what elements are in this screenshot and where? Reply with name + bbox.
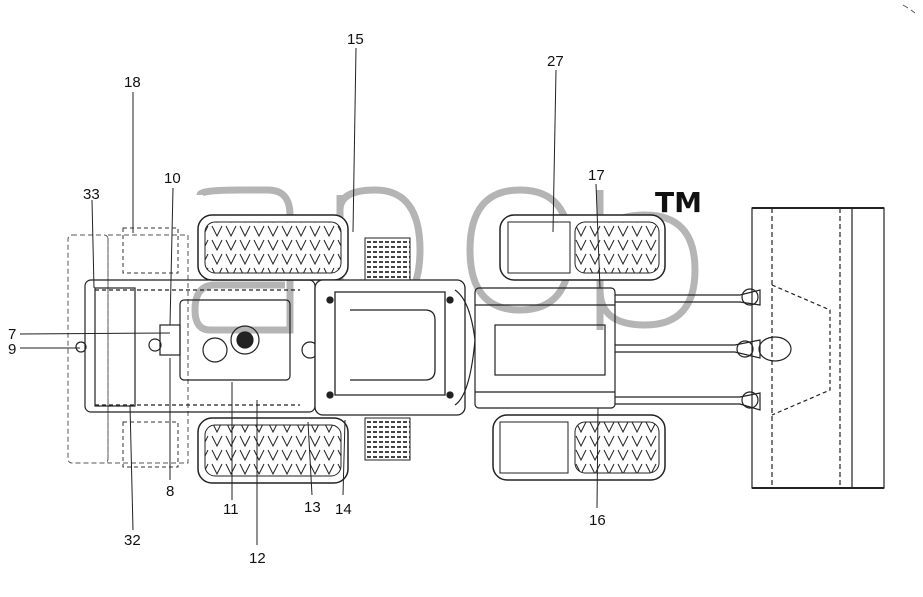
callout-15: 15 bbox=[347, 31, 364, 48]
callout-12: 12 bbox=[249, 550, 266, 567]
callout-27: 27 bbox=[547, 53, 564, 70]
callout-7: 7 bbox=[8, 326, 16, 343]
front-frame bbox=[454, 287, 616, 409]
callout-8: 8 bbox=[166, 483, 174, 500]
callout-16: 16 bbox=[589, 512, 606, 529]
callout-32: 32 bbox=[124, 532, 141, 549]
rear-right-wheel bbox=[197, 417, 349, 484]
front-left-wheel bbox=[499, 214, 666, 281]
watermark-tm: TM bbox=[655, 186, 702, 219]
callout-labels: 15 27 18 10 33 17 7 9 8 11 13 14 16 32 1… bbox=[8, 31, 606, 567]
callout-18: 18 bbox=[124, 74, 141, 91]
callout-9: 9 bbox=[8, 341, 16, 358]
callout-10: 10 bbox=[164, 170, 181, 187]
front-blade bbox=[751, 207, 885, 489]
rear-left-wheel bbox=[197, 214, 349, 281]
rear-fenders bbox=[122, 227, 179, 468]
callout-11: 11 bbox=[223, 501, 239, 518]
callout-33: 33 bbox=[83, 186, 100, 203]
lift-arms bbox=[615, 288, 792, 411]
rear-frame bbox=[84, 279, 316, 413]
callout-17: 17 bbox=[588, 167, 605, 184]
front-right-wheel bbox=[492, 414, 666, 481]
rear-counterweight-outline bbox=[67, 234, 189, 464]
leader-lines bbox=[19, 47, 601, 545]
corner-mark bbox=[902, 4, 916, 14]
callout-14: 14 bbox=[335, 501, 352, 518]
cab-section bbox=[314, 279, 466, 416]
callout-13: 13 bbox=[304, 499, 321, 516]
